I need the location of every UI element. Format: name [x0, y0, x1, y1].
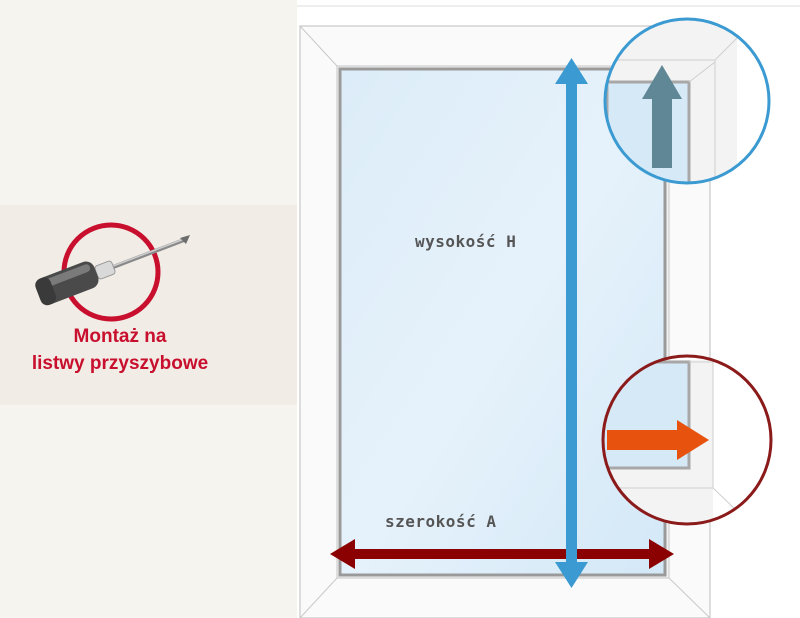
mount-label-line2: listwy przyszybowe	[31, 353, 209, 374]
mount-label-line1: Montaż na	[73, 326, 167, 347]
top-detail	[603, 17, 771, 185]
width-arrow	[330, 539, 674, 569]
height-arrow	[555, 58, 588, 588]
mount-badge	[35, 222, 190, 322]
window-diagram: wysokość H szerokość A	[297, 0, 800, 618]
glass-pane	[338, 67, 667, 577]
height-label: wysokość H	[415, 232, 517, 251]
left-panel: Montaż na listwy przyszybowe	[0, 0, 297, 618]
left-band	[0, 205, 297, 405]
mount-label: Montaż na listwy przyszybowe	[0, 323, 240, 377]
width-label: szerokość A	[385, 512, 497, 531]
side-detail-ring	[601, 354, 773, 526]
top-detail-ring	[603, 17, 771, 185]
arrow-right-icon	[607, 420, 709, 460]
arrow-up-icon	[642, 65, 682, 168]
screwdriver-icon	[35, 235, 190, 306]
